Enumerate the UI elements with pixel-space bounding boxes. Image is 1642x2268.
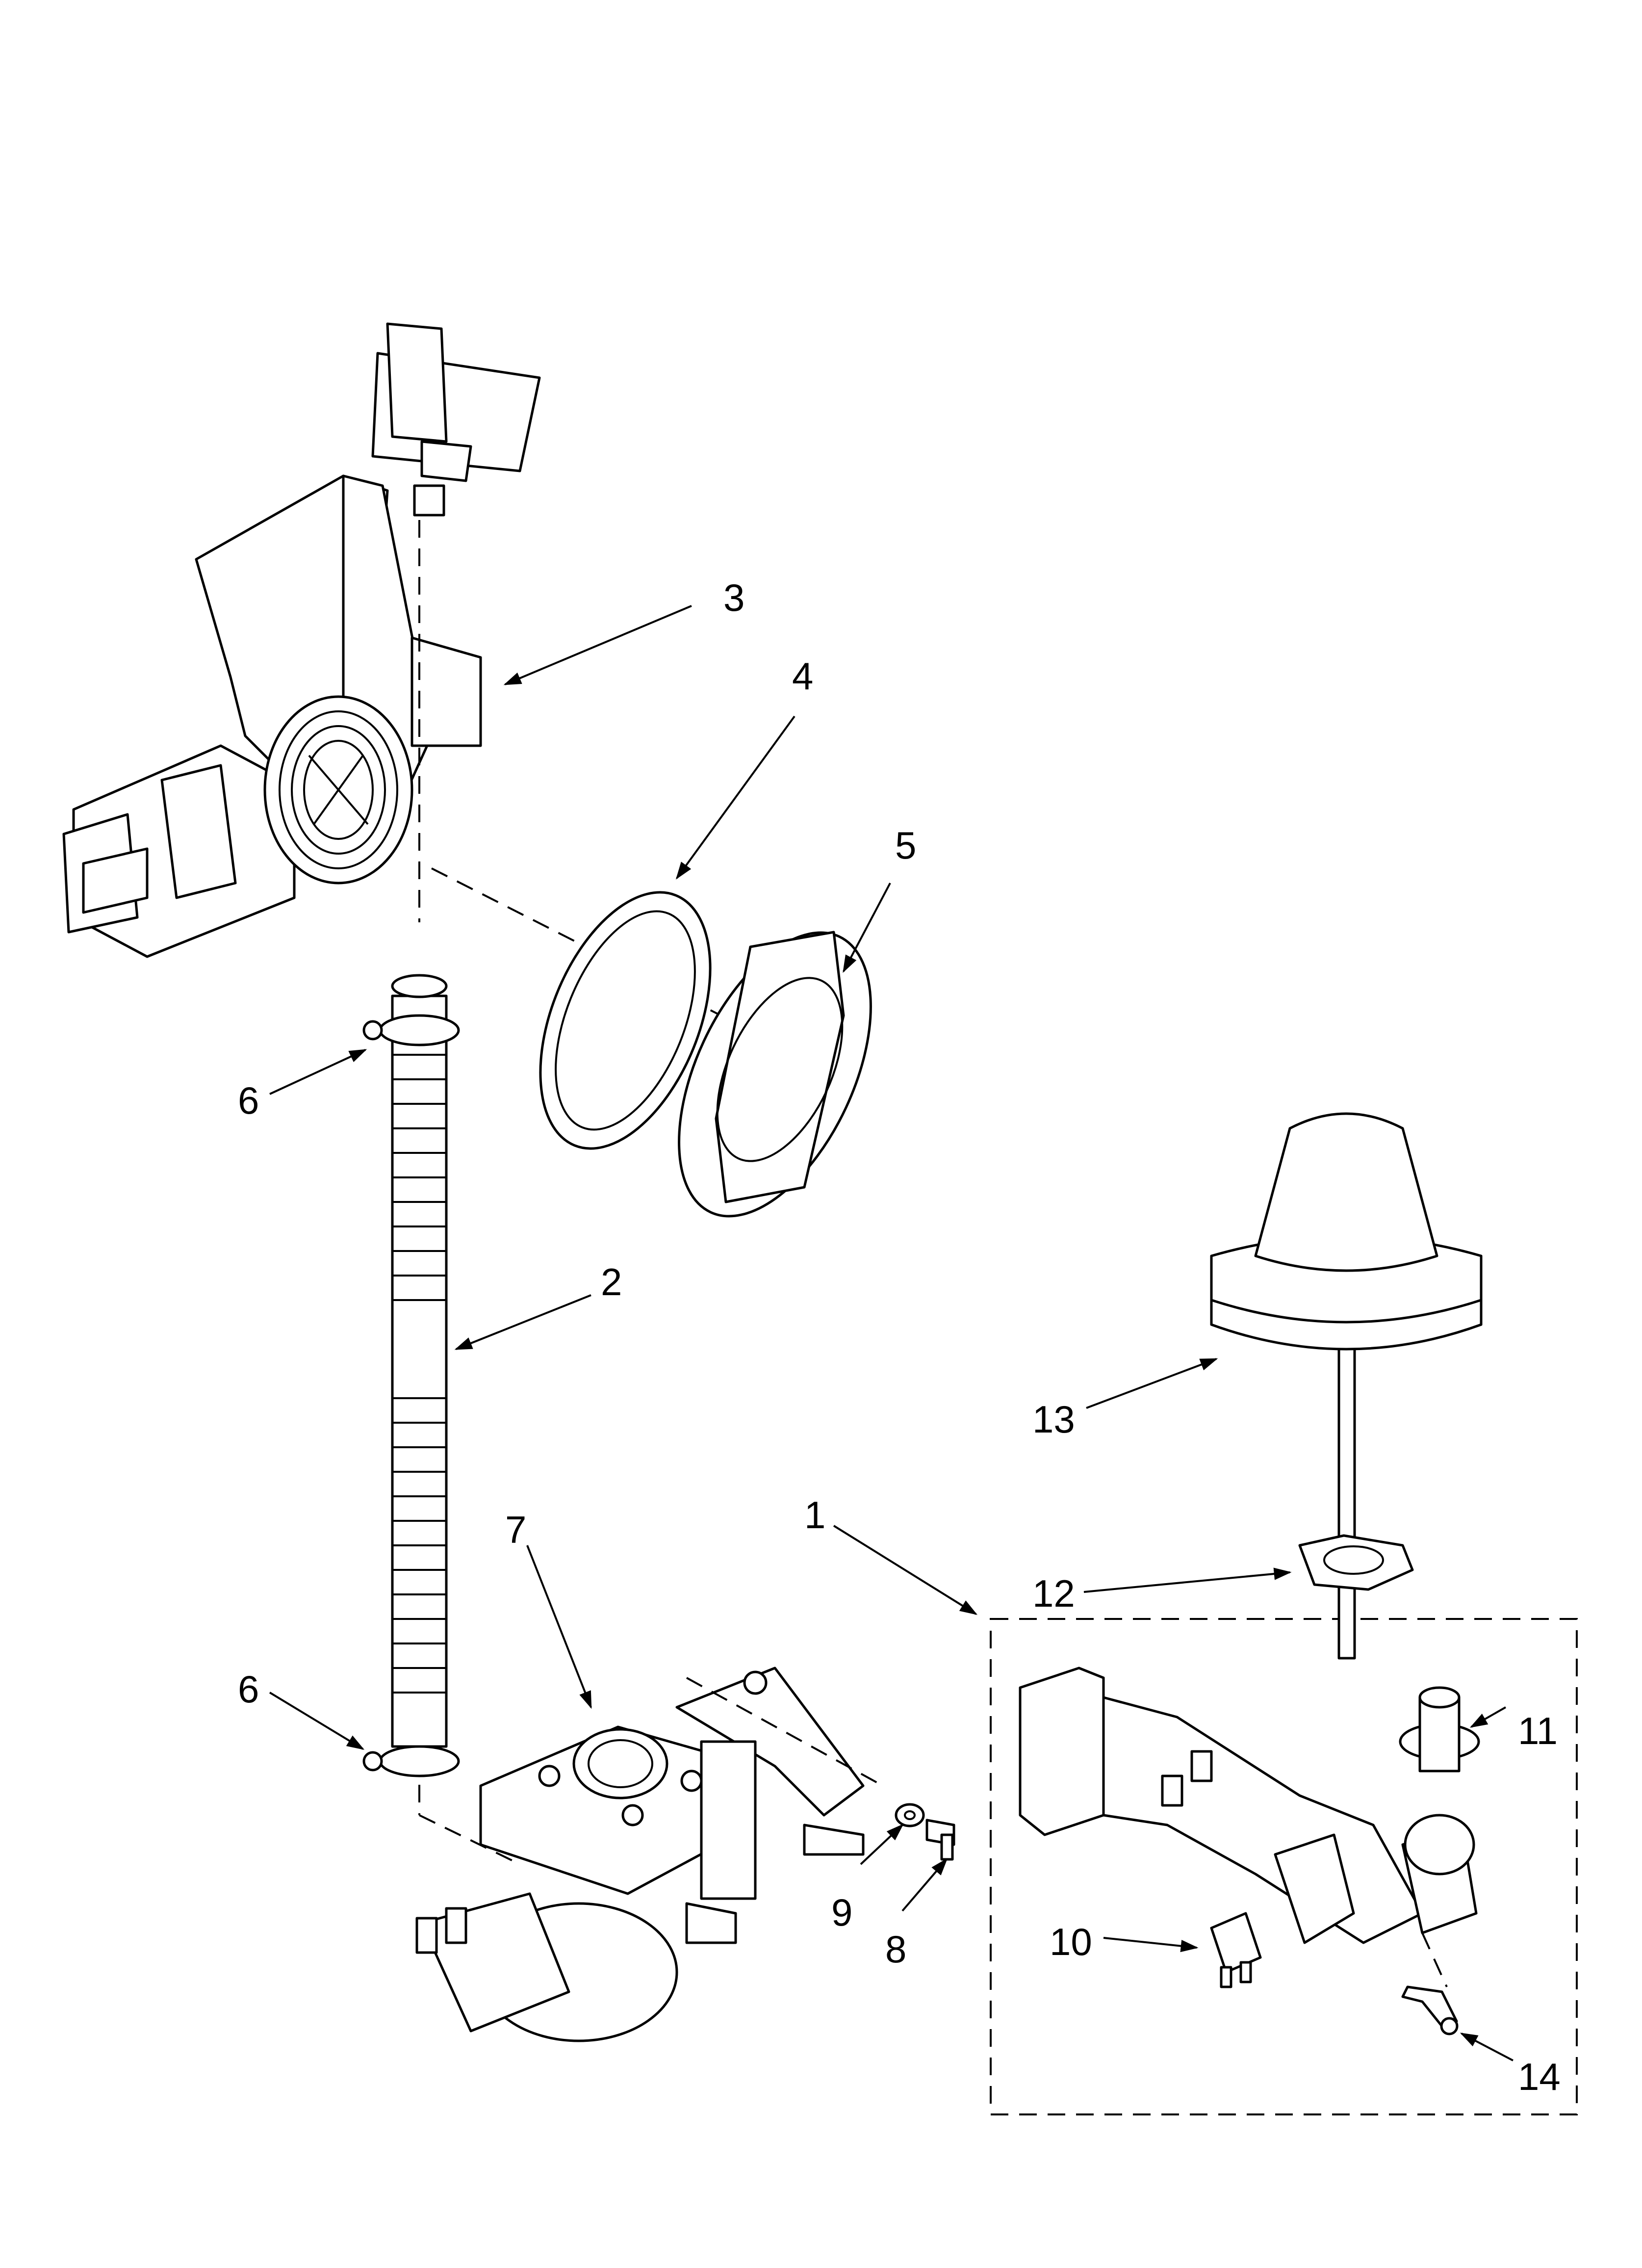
part-1-float-housing <box>1019 1667 1478 1944</box>
callout-14: 14 <box>1518 2055 1561 2098</box>
callout-7: 7 <box>505 1508 526 1551</box>
part-4-gasket <box>539 891 712 1150</box>
part-14-lever <box>1401 1985 1459 2035</box>
part-8-screw <box>925 1819 955 1861</box>
part-3-manifold <box>62 322 541 958</box>
leader-8 <box>901 1858 948 1912</box>
callout-6-lower: 6 <box>238 1668 259 1711</box>
centerline-hose-bend <box>419 1814 520 1865</box>
callout-2: 2 <box>601 1260 622 1303</box>
part-12-nut <box>1298 1534 1414 1591</box>
centerline-lever <box>1421 1932 1448 1987</box>
leader-14 <box>1460 2033 1514 2061</box>
callout-12: 12 <box>1032 1572 1075 1615</box>
leader-6-lower <box>269 1692 365 1750</box>
leader-3 <box>503 605 692 685</box>
leader-13 <box>1086 1358 1218 1409</box>
leader-5 <box>843 883 891 973</box>
part-9-washer <box>895 1803 925 1827</box>
callout-4: 4 <box>792 654 813 698</box>
part-11-float-guide <box>1399 1686 1480 1876</box>
centerline-valve-screw <box>686 1677 883 1787</box>
callout-5: 5 <box>895 824 916 867</box>
part-6-clamp-lower <box>362 1745 460 1777</box>
part-2-hose <box>391 974 448 1748</box>
leader-9 <box>860 1824 904 1865</box>
part-10-switch <box>1210 1912 1262 1988</box>
leader-1 <box>833 1525 978 1615</box>
leader-10 <box>1103 1937 1199 1953</box>
callout-11: 11 <box>1518 1709 1558 1752</box>
part-5-nut <box>678 931 872 1218</box>
callout-9: 9 <box>831 1891 852 1934</box>
leader-4 <box>675 715 795 880</box>
callout-1: 1 <box>804 1493 825 1537</box>
callout-8: 8 <box>885 1928 906 1971</box>
part-1-assembly-box <box>990 1618 1578 2115</box>
leader-12 <box>1083 1567 1292 1593</box>
leader-11 <box>1469 1706 1506 1728</box>
part-6-clamp-upper <box>362 1014 460 1046</box>
leader-6-upper <box>269 1049 367 1095</box>
callout-10: 10 <box>1050 1920 1092 1963</box>
part-7-valve <box>415 1667 865 2042</box>
callout-6-upper: 6 <box>238 1079 259 1122</box>
part-13-float <box>1210 1112 1483 1660</box>
callout-3: 3 <box>723 576 744 619</box>
leader-7 <box>526 1545 592 1709</box>
leader-2 <box>454 1294 591 1350</box>
callout-13: 13 <box>1032 1398 1075 1441</box>
